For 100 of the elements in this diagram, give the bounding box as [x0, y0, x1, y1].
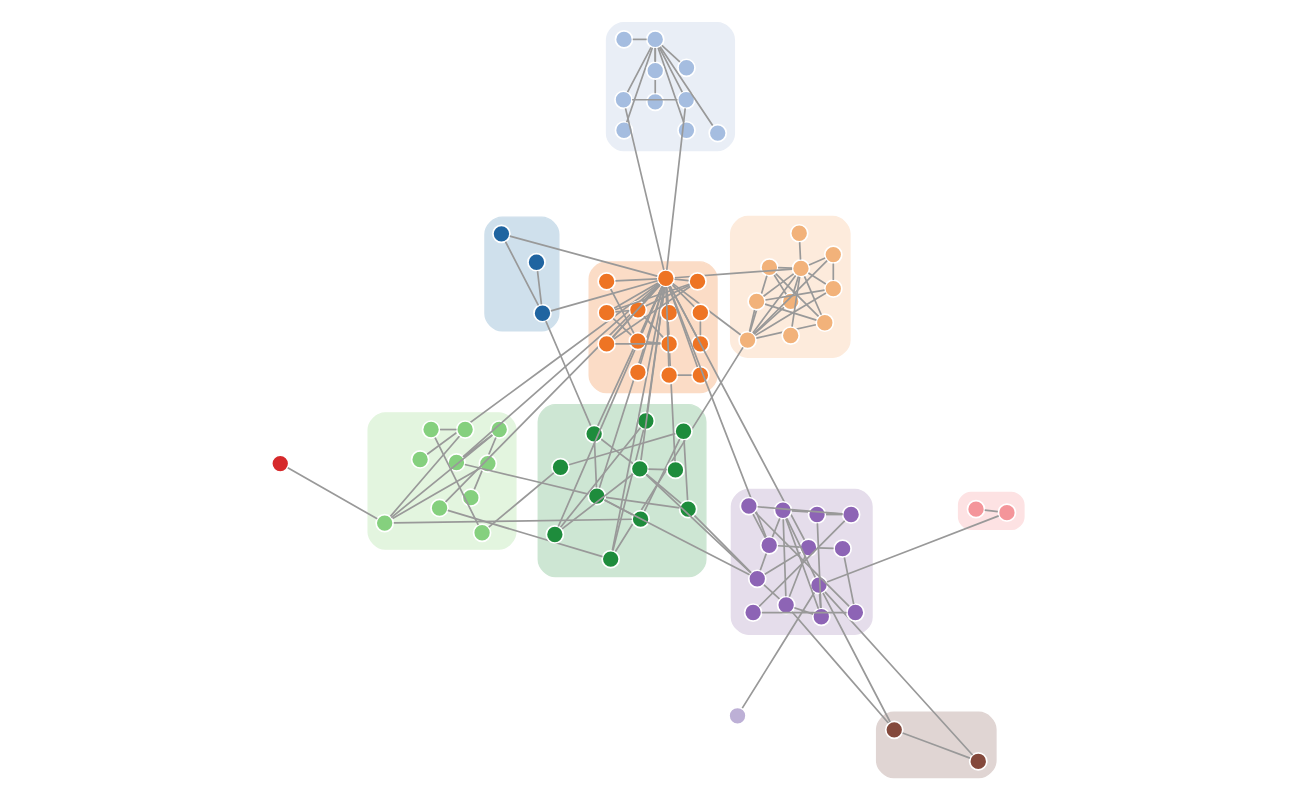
node-circle: [659, 334, 679, 354]
connector: [626, 46, 652, 93]
connector: [798, 241, 802, 261]
connector: [631, 98, 679, 101]
node-circle: [807, 505, 827, 524]
connector: [640, 285, 663, 334]
connector: [777, 266, 793, 269]
node-circle: [614, 30, 634, 49]
connector: [504, 240, 540, 307]
cluster: [730, 488, 873, 635]
connector: [832, 262, 835, 281]
connector: [609, 288, 635, 335]
node-circle: [809, 575, 829, 595]
node-circle: [597, 272, 616, 291]
node-circle: [708, 123, 728, 143]
connector: [612, 428, 645, 552]
connector: [673, 278, 690, 282]
node-circle: [773, 500, 793, 520]
node-circle: [628, 331, 648, 351]
connector: [782, 518, 787, 598]
node-circle: [461, 488, 481, 508]
connector: [755, 323, 817, 339]
connector: [843, 556, 855, 605]
connector: [808, 257, 826, 266]
connector: [487, 471, 555, 529]
node-circle: [597, 334, 616, 354]
node-circle: [533, 303, 552, 323]
node-circle: [815, 313, 835, 333]
connector: [674, 268, 793, 279]
node-circle: [645, 61, 665, 80]
connector: [749, 274, 768, 333]
connector: [983, 509, 999, 513]
connector: [643, 438, 681, 512]
connector: [791, 610, 890, 724]
connector: [752, 274, 797, 334]
connector: [654, 47, 657, 95]
node-circle: [674, 421, 693, 441]
node-circle: [747, 569, 767, 589]
connector: [611, 284, 661, 339]
node-circle: [645, 92, 665, 112]
connector: [625, 46, 654, 124]
node-circle: [270, 454, 290, 473]
connector: [645, 473, 682, 505]
node-circle: [781, 292, 801, 311]
node-circle: [666, 460, 685, 480]
connector: [671, 284, 696, 308]
node-circle: [997, 503, 1017, 523]
node-circle: [739, 496, 759, 516]
node-circle: [677, 120, 696, 140]
node-circle: [659, 303, 679, 323]
connector: [753, 306, 785, 336]
node-circle: [628, 362, 648, 382]
connector: [613, 282, 659, 310]
node-circle: [645, 30, 665, 49]
connector: [807, 272, 827, 285]
connector: [446, 509, 604, 558]
node-circle: [551, 457, 570, 477]
node-circle: [823, 245, 843, 264]
node-circle: [833, 539, 852, 558]
cluster: [367, 412, 517, 550]
connector: [643, 315, 664, 339]
connector: [752, 513, 767, 539]
connector: [605, 496, 681, 509]
node-circle: [743, 603, 763, 622]
connector: [693, 514, 752, 574]
node-circle: [630, 459, 650, 479]
node-circle: [691, 303, 710, 323]
connector: [392, 518, 633, 524]
node-circle: [489, 420, 509, 439]
connector: [561, 473, 634, 530]
node-circle: [747, 292, 766, 311]
node-circle: [631, 509, 650, 529]
connector: [764, 289, 826, 301]
connector: [773, 274, 788, 296]
node-circle: [472, 523, 492, 543]
node-circle: [584, 424, 604, 444]
connector: [286, 467, 379, 520]
connector: [669, 285, 806, 541]
node-circle: [677, 58, 696, 78]
node-circle: [636, 411, 656, 431]
connector: [822, 592, 891, 723]
connector: [659, 45, 714, 127]
node-circle: [678, 499, 698, 519]
cluster: [484, 216, 560, 332]
cluster: [875, 711, 997, 779]
connector: [545, 320, 592, 427]
node-circle: [614, 90, 633, 110]
node-circle: [760, 257, 779, 277]
connector: [614, 278, 658, 282]
connector: [676, 374, 693, 376]
node-circle: [410, 450, 430, 469]
node-circle: [968, 751, 988, 771]
node-circle: [738, 330, 757, 350]
connector: [793, 606, 815, 615]
connector: [748, 309, 756, 333]
connector: [624, 107, 665, 271]
connector: [771, 517, 781, 538]
connector: [462, 434, 494, 458]
connector: [614, 309, 631, 313]
connector: [816, 547, 835, 550]
